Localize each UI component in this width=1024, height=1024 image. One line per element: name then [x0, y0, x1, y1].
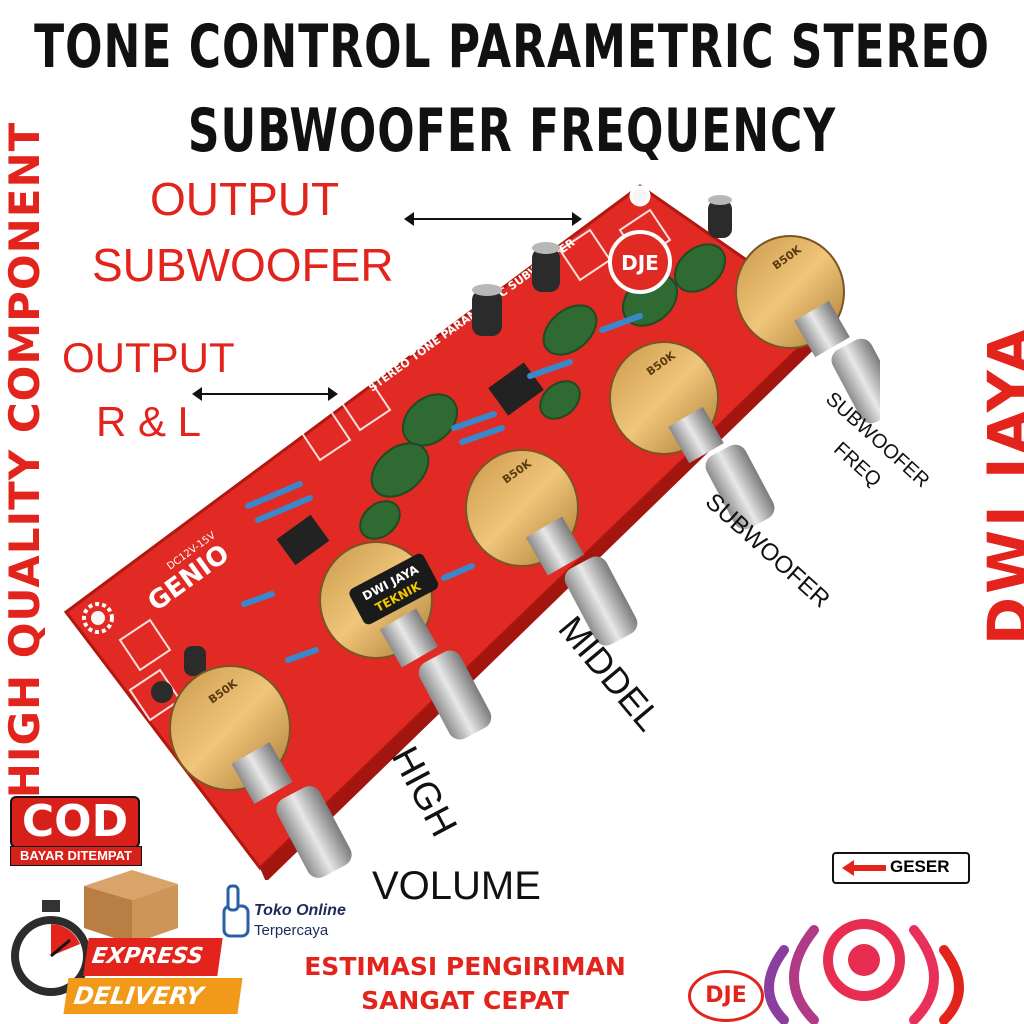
- estimasi-pengiriman-text: ESTIMASI PENGIRIMAN SANGAT CEPAT: [240, 950, 690, 1018]
- title-line-1: TONE CONTROL PARAMETRIC STEREO: [34, 13, 990, 82]
- knob-label-volume: VOLUME: [372, 864, 541, 908]
- output-rl-arrow: [198, 393, 330, 395]
- pot-subwoofer: [609, 341, 775, 530]
- terpercaya-label: Terpercaya: [254, 922, 329, 939]
- geser-label: GESER: [890, 857, 950, 876]
- estimasi-line-2: SANGAT CEPAT: [361, 986, 569, 1015]
- express-label: EXPRESS: [83, 938, 223, 976]
- resistors: [241, 313, 643, 663]
- high-quality-component-text: HIGH QUALITY COMPONENT: [0, 121, 49, 799]
- sound-wave-logo: [764, 919, 964, 1024]
- geser-button[interactable]: GESER: [832, 852, 970, 884]
- thumbs-up-icon: [222, 884, 250, 938]
- dwi-jaya-electronic-text: DWI JAYA ELECTRONIC: [975, 324, 1024, 646]
- pcb-board: [63, 184, 833, 871]
- output-subwoofer-label-1: OUTPUT: [150, 173, 340, 225]
- dje-logo: DJE: [688, 970, 764, 1022]
- estimasi-line-1: ESTIMASI PENGIRIMAN: [304, 952, 626, 981]
- ic-chip: [276, 514, 330, 566]
- package-box-icon: [84, 870, 178, 944]
- svg-text:DJE: DJE: [621, 251, 659, 275]
- cod-badge-subtitle: BAYAR DITEMPAT: [10, 846, 142, 866]
- title-line-2: SUBWOOFER FREQUENCY: [187, 97, 837, 166]
- arrow-left-icon: [842, 860, 886, 876]
- pot-middel: [465, 449, 638, 646]
- film-capacitors: [359, 243, 727, 540]
- output-subwoofer-arrow: [410, 218, 574, 220]
- pot-volume: [169, 665, 352, 878]
- output-rl-label-2: R & L: [96, 398, 202, 445]
- cod-badge: COD: [10, 796, 140, 848]
- arrow-head-right: [328, 387, 338, 401]
- mount-hole: [82, 602, 114, 634]
- arrow-head-left: [192, 387, 202, 401]
- output-subwoofer-label-2: SUBWOOFER: [92, 239, 394, 291]
- dwi-jaya-teknik-sticker: DWI JAYA TEKNIK: [349, 553, 439, 625]
- mount-hole: [629, 185, 651, 207]
- arrow-head-left: [404, 212, 414, 226]
- output-rl-label-1: OUTPUT: [62, 334, 235, 381]
- pot-subwoofer-freq: [735, 235, 880, 424]
- toko-online-label: Toko Online: [254, 902, 346, 919]
- dje-board-logo: [608, 230, 672, 294]
- stopwatch-icon: [11, 900, 91, 996]
- tone-control-board: GENIO DC12V-15V STEREO TONE PARAMETRIC S…: [63, 184, 880, 880]
- mount-hole: [91, 611, 105, 625]
- arrow-head-right: [572, 212, 582, 226]
- delivery-label: DELIVERY: [63, 978, 243, 1014]
- electrolytic-capacitors: [151, 195, 732, 703]
